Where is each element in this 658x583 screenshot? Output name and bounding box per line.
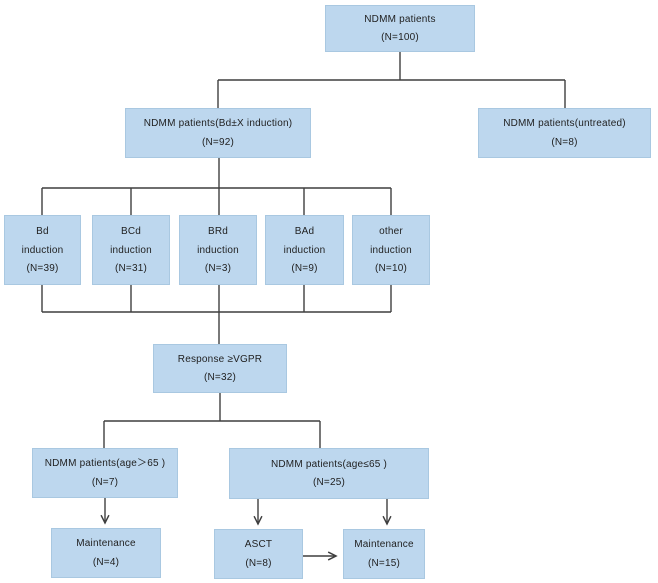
node-bcd-induction: BCd induction (N=31) [92, 215, 170, 285]
node-maintenance-under65: Maintenance (N=15) [343, 529, 425, 579]
node-ndmm-patients: NDMM patients (N=100) [325, 5, 475, 52]
node-count: (N=3) [204, 263, 232, 275]
node-brd-induction: BRd induction (N=3) [179, 215, 257, 285]
node-label: NDMM patients(untreated) [503, 118, 626, 130]
node-count: (N=25) [312, 477, 346, 489]
node-count: (N=39) [26, 263, 59, 275]
node-label: Maintenance [76, 538, 136, 550]
node-count: (N=15) [367, 557, 401, 569]
node-count: (N=10) [374, 263, 408, 275]
node-count: (N=100) [381, 31, 419, 43]
node-count: (N=92) [201, 136, 235, 148]
node-label: NDMM patients [364, 14, 436, 26]
node-sublabel: induction [370, 244, 412, 256]
node-count: (N=9) [291, 263, 318, 275]
node-sublabel: induction [21, 244, 64, 256]
node-response-vgpr: Response ≥VGPR (N=32) [153, 344, 287, 393]
node-age-under-65: NDMM patients(age≤65 ) (N=25) [229, 448, 429, 499]
node-count: (N=4) [92, 556, 120, 568]
node-sublabel: induction [197, 244, 239, 256]
node-label: NDMM patients(age≤65 ) [270, 458, 388, 470]
node-label: Maintenance [354, 539, 414, 551]
node-count: (N=31) [114, 263, 148, 275]
node-label: BAd [294, 225, 315, 237]
node-count: (N=8) [551, 136, 578, 148]
node-sublabel: induction [110, 244, 152, 256]
node-bd-induction: Bd induction (N=39) [4, 215, 81, 285]
node-label: other [379, 225, 403, 237]
node-untreated: NDMM patients(untreated) (N=8) [478, 108, 651, 158]
node-label: Bd [36, 225, 49, 237]
node-label: BCd [120, 225, 142, 237]
node-count: (N=7) [91, 476, 119, 488]
node-bad-induction: BAd induction (N=9) [265, 215, 344, 285]
node-label: BRd [207, 225, 229, 237]
node-bdx-induction-arm: NDMM patients(Bd±X induction) (N=92) [125, 108, 311, 158]
node-maintenance-over65: Maintenance (N=4) [51, 528, 161, 578]
node-count: (N=8) [245, 557, 272, 569]
node-age-over-65: NDMM patients(age＞65 ) (N=7) [32, 448, 178, 498]
node-asct: ASCT (N=8) [214, 529, 303, 579]
node-label: Response ≥VGPR [177, 354, 263, 365]
node-sublabel: induction [283, 244, 326, 256]
node-label: NDMM patients(age＞65 ) [44, 458, 166, 470]
node-label: ASCT [244, 539, 273, 551]
node-label: NDMM patients(Bd±X induction) [143, 118, 293, 130]
node-other-induction: other induction (N=10) [352, 215, 430, 285]
node-count: (N=32) [203, 372, 237, 383]
